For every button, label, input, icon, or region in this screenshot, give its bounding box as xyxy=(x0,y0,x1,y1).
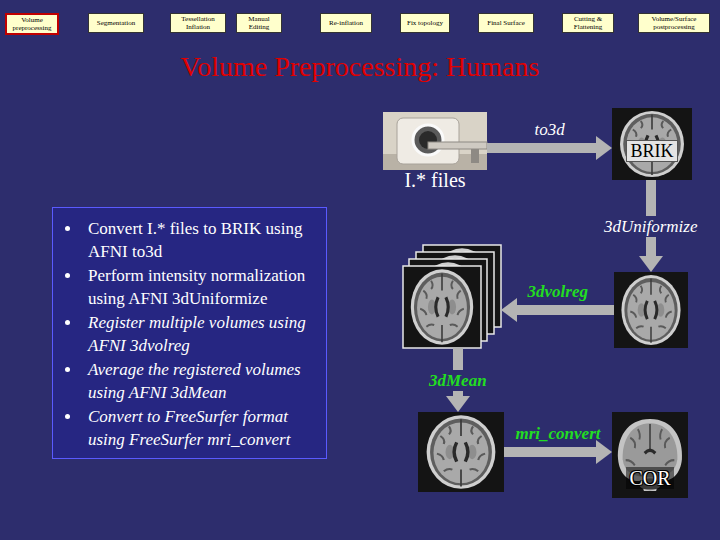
cor-brain-image xyxy=(612,412,688,498)
text-block: Volume/Surface postprocessing xyxy=(641,15,707,31)
process-arrow xyxy=(504,447,596,457)
step-box: Volume preprocessing xyxy=(5,13,59,35)
text-block: Re-inflation xyxy=(329,19,363,27)
list-item: Register multiple volumes using AFNI 3dv… xyxy=(53,311,318,357)
node-text: Re-inflation xyxy=(329,19,363,27)
list-item: Average the registered volumes using AFN… xyxy=(53,358,318,404)
node-text: Average the registered volumes using AFN… xyxy=(88,360,301,402)
bullet-dot xyxy=(65,320,70,325)
bullet-dot xyxy=(65,226,70,231)
bullet-dot xyxy=(65,414,70,419)
step-box: Manual Editing xyxy=(236,13,282,33)
node-text: BRIK xyxy=(626,140,677,162)
node-text: Segmentation xyxy=(97,19,136,27)
image-node xyxy=(418,412,504,492)
scanner-housing xyxy=(397,118,459,164)
text-block: Segmentation xyxy=(97,19,136,27)
command-label: 3dUniformize xyxy=(601,216,701,237)
node-text: Cutting & Flattening xyxy=(574,15,602,31)
list-item: Convert I.* files to BRIK using AFNI to3… xyxy=(53,217,318,263)
image-node: COR xyxy=(612,412,688,498)
node-text: Volume/Surface postprocessing xyxy=(652,15,697,31)
text-block: Cutting & Flattening xyxy=(565,15,611,31)
bullet-dot xyxy=(65,367,70,372)
mri-scanner-photo xyxy=(383,112,487,170)
brik-brain-image xyxy=(612,108,692,180)
step-box: Tessellation Inflation xyxy=(170,13,226,33)
step-box: Volume/Surface postprocessing xyxy=(638,13,710,33)
text-block: Final Surface xyxy=(487,19,525,27)
slide-title: Volume Preprocessing: Humans xyxy=(0,50,720,84)
bullet-dot xyxy=(65,273,70,278)
image-stack-node xyxy=(403,245,501,348)
step-box: Re-inflation xyxy=(320,13,372,33)
text-block: COR xyxy=(626,467,673,490)
room-wall xyxy=(383,112,487,170)
uniformized-brain-image xyxy=(614,272,688,348)
node-text: Convert to FreeSurfer format using FreeS… xyxy=(88,407,290,449)
list-item: Convert to FreeSurfer format using FreeS… xyxy=(53,405,318,451)
list-item: Perform intensity normalization using AF… xyxy=(53,264,318,310)
node-text: Volume preprocessing xyxy=(13,16,52,32)
patient-table xyxy=(428,142,487,149)
image-node xyxy=(614,272,688,348)
text-block: Manual Editing xyxy=(239,15,279,31)
step-box: Cutting & Flattening xyxy=(562,13,614,33)
stack-frame xyxy=(403,266,481,348)
command-label: 3dvolreg xyxy=(525,281,591,302)
text-block: BRIK xyxy=(626,141,677,162)
text-block: Volume preprocessing xyxy=(9,16,55,32)
step-box: Segmentation xyxy=(88,13,144,33)
mean-brain-image xyxy=(418,412,504,492)
table-stand xyxy=(471,149,479,163)
scanner-bore xyxy=(413,125,443,155)
brain-stack xyxy=(403,245,501,348)
command-label: 3dMean xyxy=(426,370,490,391)
node-text: Register multiple volumes using AFNI 3dv… xyxy=(88,313,306,355)
node-text: Final Surface xyxy=(487,19,525,27)
image-node: BRIK xyxy=(612,108,692,180)
text-block: Fix topology xyxy=(407,19,443,27)
node-text: Fix topology xyxy=(407,19,443,27)
scanner-node: I.* files xyxy=(383,112,487,192)
process-arrow xyxy=(517,305,614,315)
step-box: Fix topology xyxy=(400,13,450,33)
command-label: to3d xyxy=(532,119,568,140)
node-text: I.* files xyxy=(404,169,465,191)
node-text: Tessellation Inflation xyxy=(181,15,214,31)
node-text: COR xyxy=(626,467,673,489)
text-block: I.* files xyxy=(404,169,465,192)
bullet-list-box: Convert I.* files to BRIK using AFNI to3… xyxy=(52,207,327,459)
node-text: Perform intensity normalization using AF… xyxy=(88,266,305,308)
node-text: Manual Editing xyxy=(248,15,269,31)
text-block: Tessellation Inflation xyxy=(173,15,223,31)
step-box: Final Surface xyxy=(478,13,534,33)
command-label: mri_convert xyxy=(513,423,604,444)
process-arrow xyxy=(487,143,596,153)
node-text: Convert I.* files to BRIK using AFNI to3… xyxy=(88,219,302,261)
